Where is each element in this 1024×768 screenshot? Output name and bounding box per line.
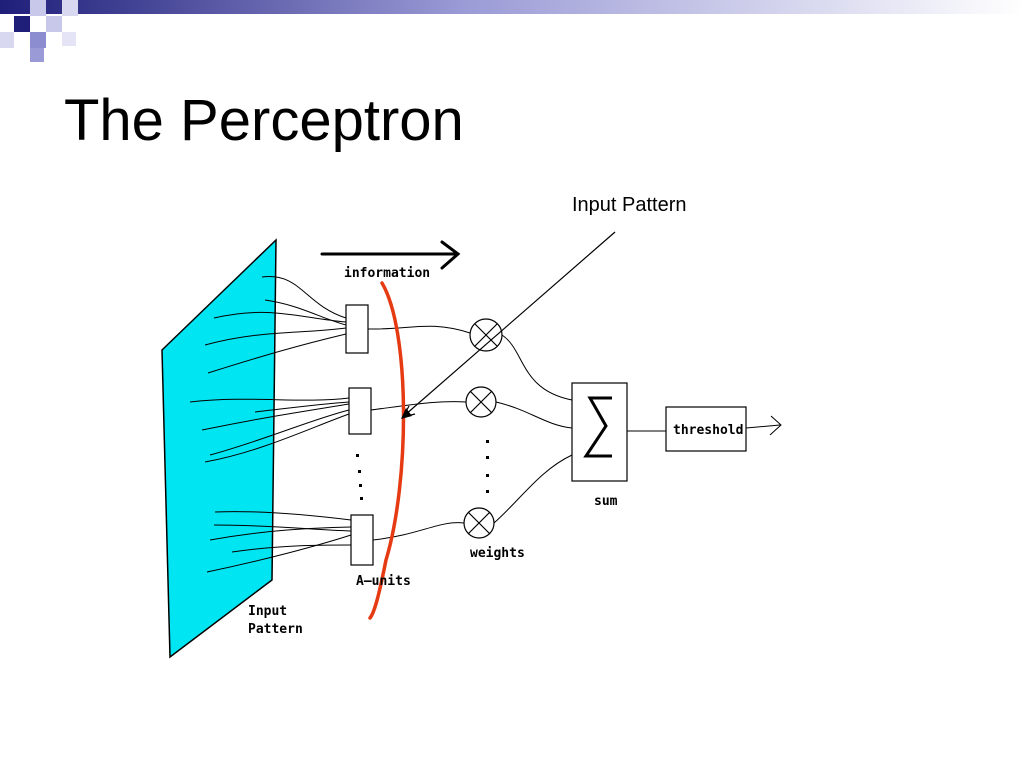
deco-square — [14, 16, 30, 32]
a-unit-box — [348, 387, 372, 435]
sigma-icon — [583, 396, 612, 458]
deco-square — [62, 32, 76, 46]
weight-to-sum-lines — [493, 334, 573, 524]
slide-title: The Perceptron — [64, 88, 464, 153]
deco-square — [30, 32, 46, 48]
deco-square — [30, 48, 44, 62]
weight-ellipsis — [486, 440, 489, 493]
threshold-box — [665, 406, 747, 452]
a-units-label: A—units — [356, 574, 411, 589]
weight-multipliers — [463, 318, 503, 539]
callout-arrowhead — [401, 408, 412, 419]
threshold-label: threshold — [673, 423, 744, 438]
red-boundary-curve — [368, 281, 406, 620]
a-unit-box — [345, 304, 369, 354]
input-pattern-plane — [161, 238, 277, 659]
top-gradient-bar — [0, 0, 1024, 14]
deco-square — [62, 0, 78, 16]
a-unit-box — [350, 514, 374, 566]
corner-decoration — [0, 0, 1024, 62]
sum-label: sum — [594, 494, 618, 509]
deco-square — [30, 0, 46, 16]
input-pattern-label-line2: Pattern — [248, 622, 303, 637]
input-pattern-label-line1: Input — [248, 604, 288, 619]
deco-square — [46, 16, 62, 32]
retina-connections — [189, 276, 352, 573]
deco-square — [0, 32, 14, 48]
a-unit-to-weight-lines — [367, 325, 471, 541]
information-arrow — [320, 240, 461, 270]
a-unit-ellipsis — [356, 454, 363, 500]
information-label: information — [344, 266, 431, 281]
output-arrow — [745, 415, 782, 436]
input-pattern-callout: Input Pattern — [572, 194, 687, 216]
weights-label: weights — [470, 546, 525, 561]
